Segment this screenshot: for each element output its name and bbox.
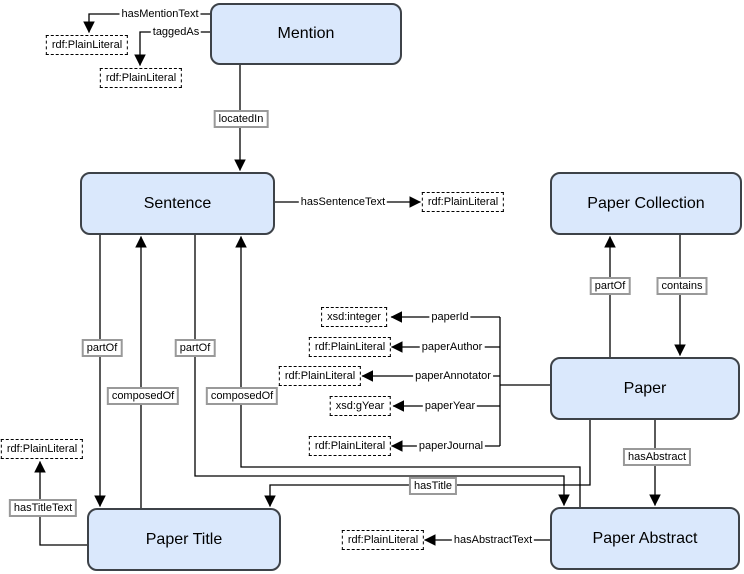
class-node-sentence: Sentence: [80, 172, 275, 235]
class-node-paper: Paper: [550, 357, 740, 420]
edge-label-part-of-title: partOf: [81, 339, 123, 357]
edge-label-part-of-collection: partOf: [589, 277, 631, 295]
edge-part-of-sentence-abstract: [194, 235, 570, 507]
edge-label-has-abstract: hasAbstract: [622, 448, 692, 466]
class-node-mention: Mention: [210, 3, 402, 65]
edge-label-contains: contains: [656, 277, 708, 295]
datatype-node-paper-year: xsd:gYear: [329, 396, 391, 416]
edge-label-part-of-abstract: partOf: [174, 339, 216, 357]
class-node-paper-collection: Paper Collection: [550, 172, 742, 235]
edge-label-paper-id: paperId: [429, 311, 471, 323]
edge-label-composed-of-title: composedOf: [106, 387, 180, 405]
edge-has-title-text: [34, 460, 87, 546]
datatype-node-paper-annotator: rdf:PlainLiteral: [278, 366, 362, 386]
edge-label-has-mention-text: hasMentionText: [119, 8, 201, 20]
datatype-node-mention-text: rdf:PlainLiteral: [45, 35, 129, 55]
class-label: Paper: [623, 379, 667, 397]
datatype-node-paper-author: rdf:PlainLiteral: [308, 337, 392, 357]
class-node-paper-abstract: Paper Abstract: [550, 507, 740, 570]
class-label: Paper Title: [145, 530, 223, 548]
datatype-node-paper-journal: rdf:PlainLiteral: [308, 436, 392, 456]
datatype-node-sentence-text: rdf:PlainLiteral: [421, 192, 505, 212]
edge-label-tagged-as: taggedAs: [150, 26, 202, 38]
datatype-node-abstract-text: rdf:PlainLiteral: [341, 530, 425, 550]
edge-label-has-sentence-text: hasSentenceText: [298, 196, 388, 208]
datatype-node-tagged-as: rdf:PlainLiteral: [99, 68, 183, 88]
class-label: Sentence: [143, 194, 212, 212]
edge-label-paper-journal: paperJournal: [416, 440, 486, 452]
class-label: Paper Abstract: [592, 529, 698, 547]
class-node-paper-title: Paper Title: [87, 508, 281, 571]
edge-label-paper-annotator: paperAnnotator: [413, 370, 493, 382]
edge-label-composed-of-abstract: composedOf: [205, 387, 279, 405]
edge-label-has-title-text: hasTitleText: [8, 499, 78, 517]
datatype-node-paper-id: xsd:integer: [321, 307, 387, 327]
edge-label-paper-year: paperYear: [422, 400, 478, 412]
datatype-node-title-text: rdf:PlainLiteral: [0, 439, 84, 459]
class-label: Mention: [277, 25, 335, 42]
edge-label-has-title: hasTitle: [408, 477, 458, 495]
edge-paper-attribute-bus: [499, 317, 550, 446]
edge-label-has-abstract-text: hasAbstractText: [451, 534, 535, 546]
edge-composed-of-abstract-sentence: [235, 235, 581, 507]
edge-label-paper-author: paperAuthor: [419, 341, 485, 353]
class-label: Paper Collection: [587, 194, 705, 212]
edge-label-located-in: locatedIn: [213, 110, 269, 128]
